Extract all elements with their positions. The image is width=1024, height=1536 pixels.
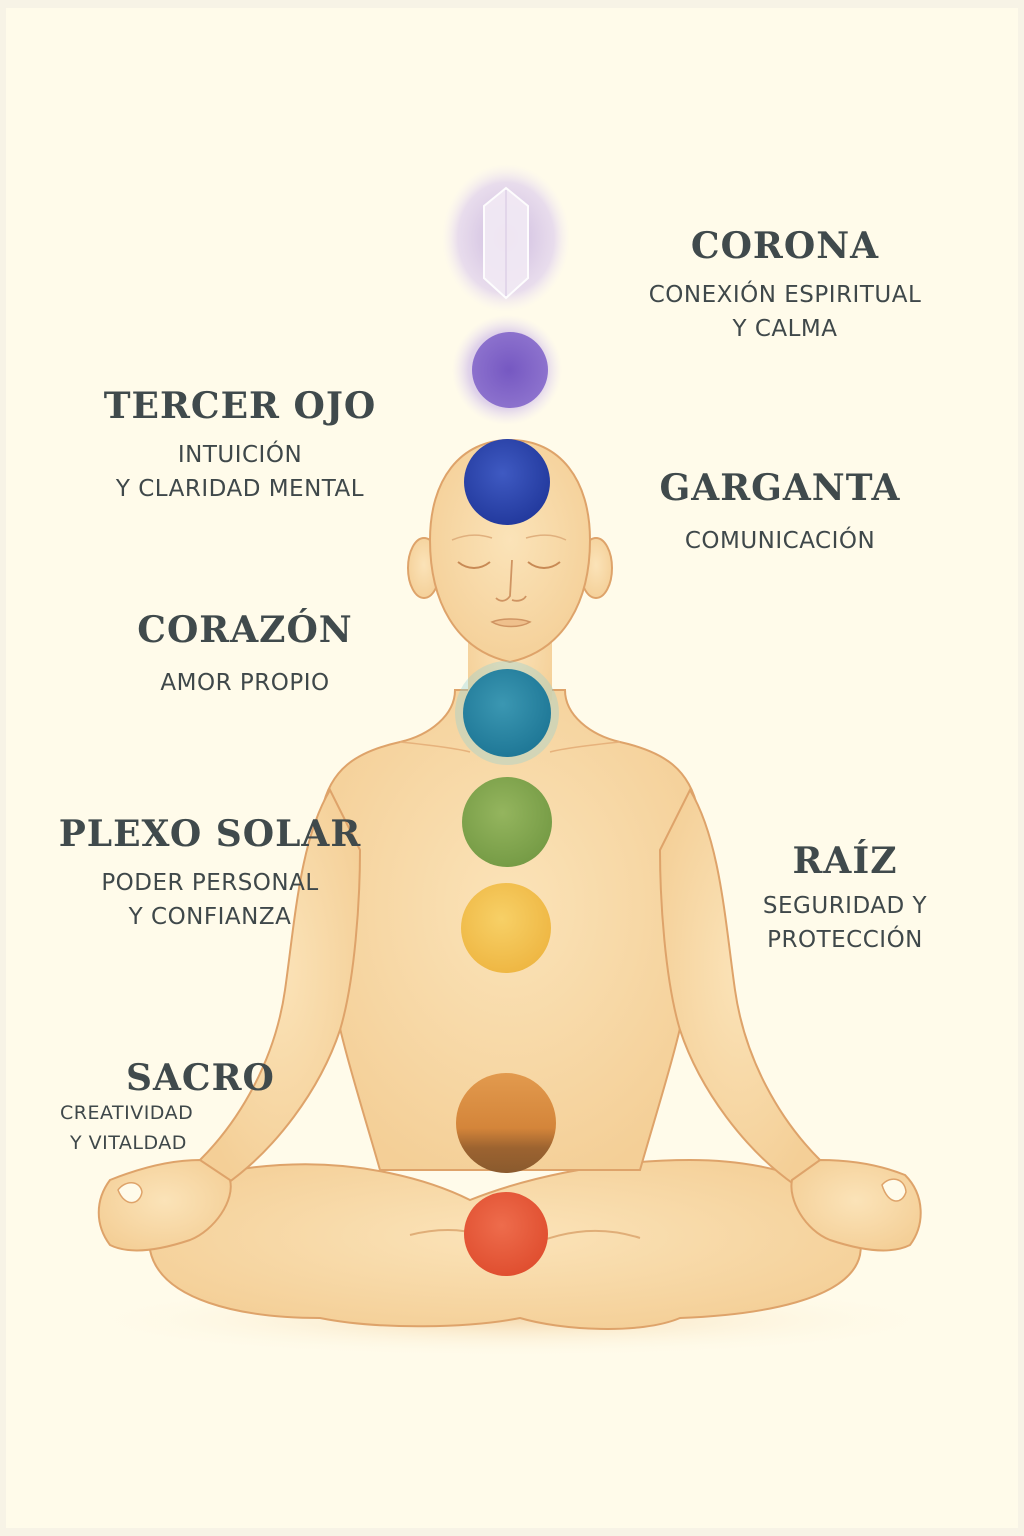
red-chakra-orb (464, 1192, 548, 1276)
right-hand-circle (881, 1178, 907, 1202)
green-chakra-orb (462, 777, 552, 867)
crown-chakra-crystal (442, 164, 570, 312)
desc-line: SEGURIDAD Y (762, 893, 928, 919)
desc-line: CREATIVIDAD (60, 1102, 194, 1124)
left-hand-circle (117, 1182, 143, 1204)
indigo-chakra-orb (464, 439, 550, 525)
left-brow (451, 534, 493, 541)
teal-chakra-orb (463, 669, 551, 757)
desc-line: INTUICIÓN (177, 442, 303, 468)
label-corona-desc: CONEXIÓN ESPIRITUAL Y CALMA (620, 278, 950, 346)
label-plexo-solar-desc: PODER PERSONAL Y CONFIANZA (40, 866, 380, 934)
label-tercer-ojo-title: TERCER OJO (103, 385, 377, 427)
label-plexo-solar-title: PLEXO SOLAR (58, 813, 362, 855)
label-garganta-desc: COMUNICACIÓN (630, 524, 930, 558)
orange-chakra-orb (456, 1073, 556, 1173)
label-plexo-solar: PLEXO SOLAR PODER PERSONAL Y CONFIANZA (40, 816, 380, 934)
label-corazon-desc: AMOR PROPIO (110, 666, 380, 700)
desc-line: PODER PERSONAL (101, 870, 319, 896)
right-eye-closed (527, 561, 561, 569)
violet-chakra-orb (452, 315, 562, 425)
label-corona-title: CORONA (690, 225, 880, 267)
mouth (490, 618, 532, 628)
label-sacro-desc: CREATIVIDAD Y VITALDAD (40, 1098, 280, 1158)
label-tercer-ojo-desc: INTUICIÓN Y CLARIDAD MENTAL (70, 438, 410, 506)
label-raiz: RAÍZ SEGURIDAD Y PROTECCIÓN (740, 843, 950, 957)
desc-line: Y VITALDAD (70, 1132, 187, 1154)
desc-line: Y CALMA (732, 316, 838, 342)
label-tercer-ojo: TERCER OJO INTUICIÓN Y CLARIDAD MENTAL (70, 388, 410, 506)
label-raiz-desc: SEGURIDAD Y PROTECCIÓN (740, 889, 950, 957)
desc-line: Y CONFIANZA (128, 904, 292, 930)
label-corazon: CORAZÓN AMOR PROPIO (110, 612, 380, 700)
label-garganta: GARGANTA COMUNICACIÓN (630, 470, 930, 558)
label-raiz-title: RAÍZ (792, 840, 898, 882)
desc-line: Y CLARIDAD MENTAL (115, 476, 365, 502)
collarbone (399, 741, 621, 753)
label-sacro: SACRO CREATIVIDAD Y VITALDAD (40, 1060, 280, 1158)
label-corona: CORONA CONEXIÓN ESPIRITUAL Y CALMA (620, 228, 950, 346)
yellow-chakra-orb (461, 883, 551, 973)
desc-line: COMUNICACIÓN (684, 528, 876, 554)
nose (495, 559, 527, 602)
label-sacro-title: SACRO (126, 1057, 275, 1099)
desc-line: AMOR PROPIO (160, 670, 330, 696)
left-eye-closed (457, 561, 491, 569)
desc-line: PROTECCIÓN (767, 927, 923, 953)
label-corazon-title: CORAZÓN (137, 609, 353, 651)
right-brow (525, 534, 567, 541)
desc-line: CONEXIÓN ESPIRITUAL (648, 282, 922, 308)
label-garganta-title: GARGANTA (659, 467, 901, 509)
